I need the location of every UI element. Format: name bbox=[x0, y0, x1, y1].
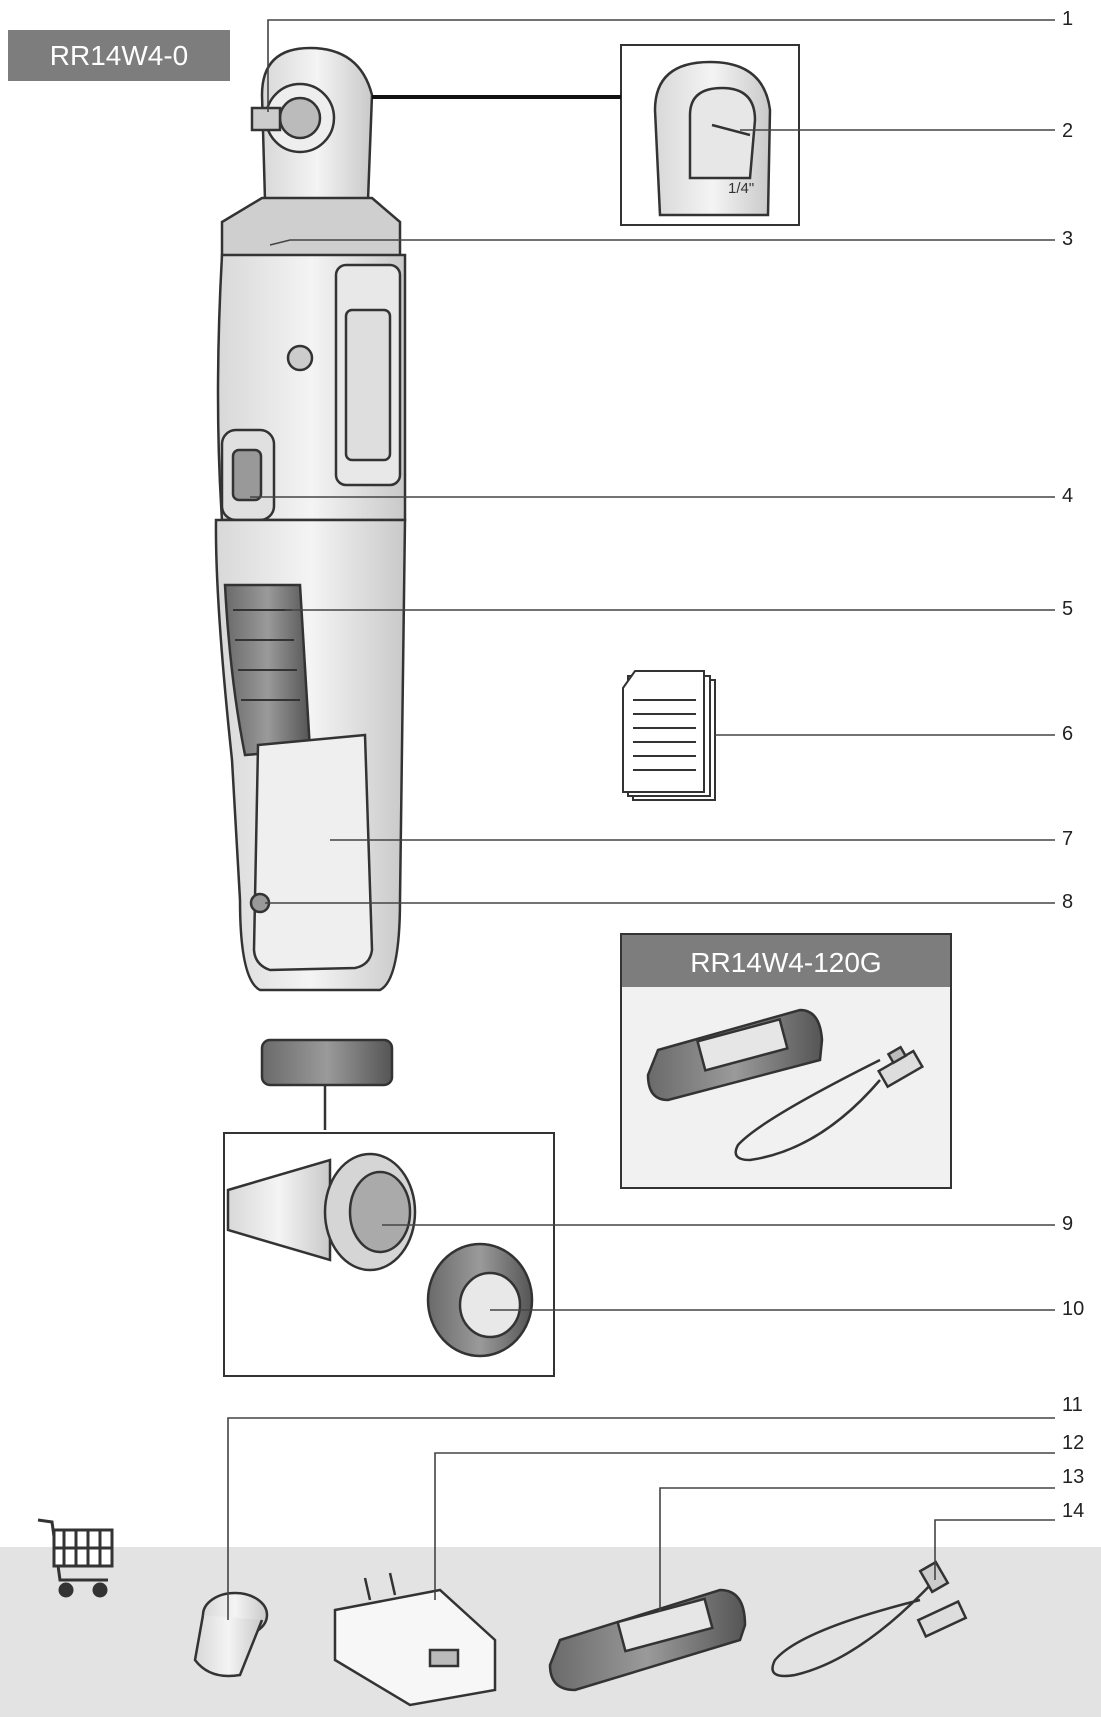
shopping-cart-icon bbox=[37, 1518, 114, 1598]
callout-12: 12 bbox=[1062, 1432, 1085, 1454]
accessories-band bbox=[0, 1547, 1101, 1717]
callout-1: 1 bbox=[1062, 8, 1074, 30]
callout-5: 5 bbox=[1062, 598, 1074, 620]
manual-icon bbox=[622, 670, 716, 801]
callout-2: 2 bbox=[1062, 120, 1074, 142]
kit-tag-bg bbox=[622, 935, 950, 987]
callout-3: 3 bbox=[1062, 228, 1074, 250]
callout-7: 7 bbox=[1062, 828, 1074, 850]
battery-cover bbox=[252, 733, 374, 972]
square-drive bbox=[278, 96, 322, 140]
callout-11: 11 bbox=[1062, 1394, 1083, 1416]
callout-13: 13 bbox=[1062, 1466, 1085, 1488]
leader-lines bbox=[227, 19, 1055, 1620]
ratchet-tool bbox=[214, 46, 407, 1130]
main-model-label: RR14W4-0 bbox=[8, 30, 230, 81]
callout-6: 6 bbox=[1062, 723, 1074, 745]
accessory-battery bbox=[548, 1588, 747, 1692]
callout-14: 14 bbox=[1062, 1500, 1085, 1522]
end-cap bbox=[260, 1038, 394, 1087]
endcap-detail-illustration bbox=[226, 1152, 534, 1358]
kit-battery bbox=[646, 1008, 824, 1102]
callout-4: 4 bbox=[1062, 485, 1074, 507]
accessory-socket bbox=[193, 1591, 269, 1678]
callout-9: 9 bbox=[1062, 1213, 1074, 1235]
head-detail-illustration: 1/4" bbox=[653, 60, 772, 217]
callout-10: 10 bbox=[1062, 1298, 1085, 1320]
callout-8: 8 bbox=[1062, 891, 1074, 913]
kit-model-label: RR14W4-120G bbox=[690, 947, 881, 978]
accessory-usb-cable bbox=[771, 1560, 968, 1678]
socket-size-label: 1/4" bbox=[728, 180, 754, 197]
accessory-charger bbox=[333, 1572, 497, 1707]
kit-usb-cable bbox=[734, 1045, 925, 1162]
